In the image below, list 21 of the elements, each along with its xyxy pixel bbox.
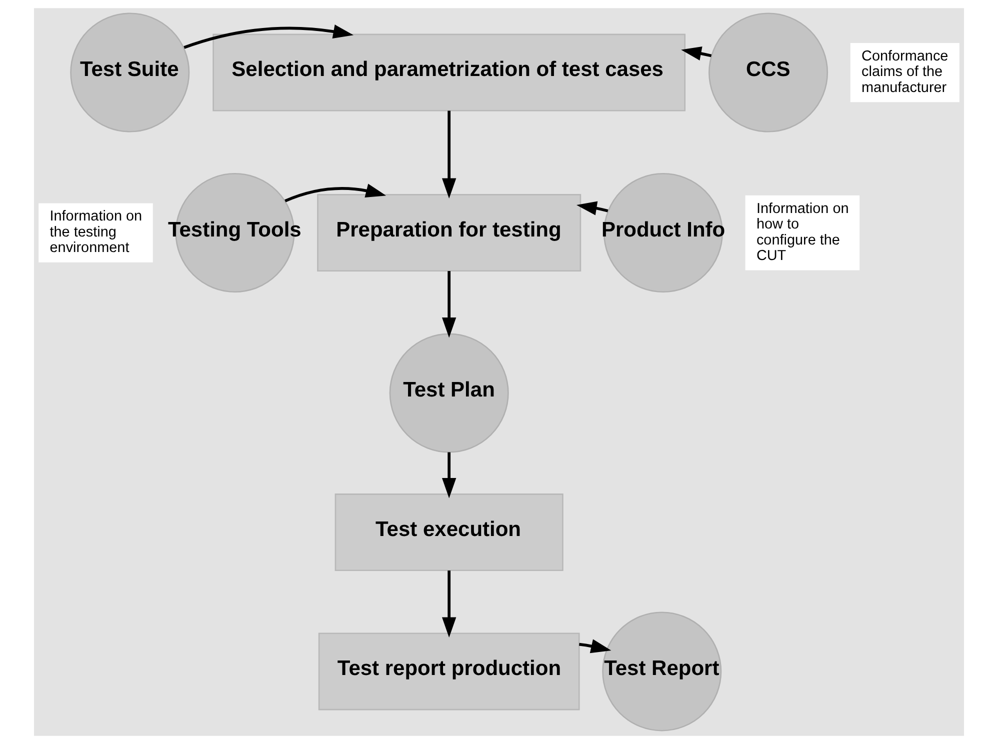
node-box: Selection and parametrization of test cases (212, 34, 686, 112)
node-label: Information on the testing environment (49, 208, 142, 256)
node-circle: CCS (708, 12, 828, 132)
node-circle: Product Info (602, 173, 722, 293)
node-label: Information on how to configure the CUT (756, 200, 848, 264)
node-box: Test execution (334, 494, 563, 571)
node-label: Conformance claims of the manufacturer (861, 48, 948, 96)
arrow (680, 46, 712, 60)
node-circle: Test Plan (388, 333, 508, 453)
arrow (442, 110, 456, 199)
arrow (578, 639, 611, 654)
arrow (284, 184, 386, 202)
arrow (183, 24, 354, 49)
node-circle: Test Suite (70, 12, 190, 132)
arrow (442, 271, 456, 338)
arrow (442, 452, 456, 498)
arrow (576, 201, 608, 216)
node-circle: Test Report (602, 612, 722, 732)
node-box: Preparation for testing (316, 194, 581, 272)
node-box: Test report production (318, 632, 580, 710)
arrow (442, 570, 456, 638)
